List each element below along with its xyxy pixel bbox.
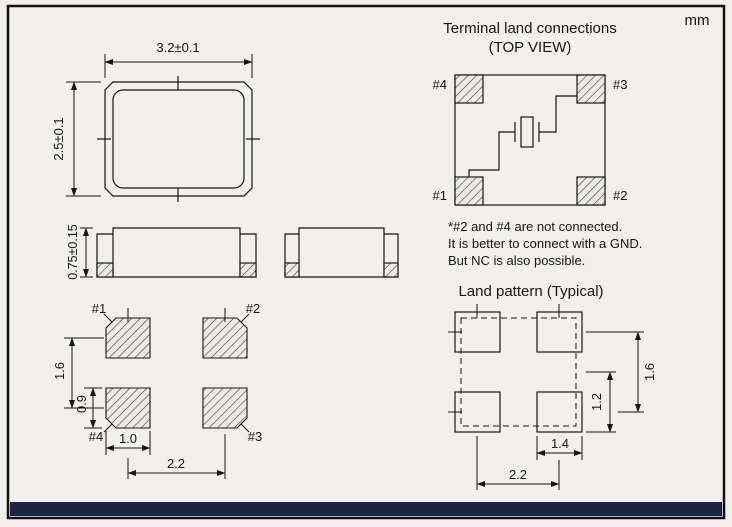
side-view-front — [96, 227, 257, 278]
top-view-width-dimension — [104, 54, 253, 78]
terminal-pad-2 — [576, 176, 606, 206]
land-pattern-dim-1-6 — [586, 331, 644, 413]
terminal-pad-4 — [454, 74, 484, 104]
crystal-symbol — [520, 116, 534, 148]
land-pad — [536, 391, 583, 433]
terminal-pad — [284, 262, 300, 278]
top-view-height-dimension — [66, 81, 101, 197]
package-outline-dashed — [460, 317, 577, 427]
package-top-outline — [454, 74, 606, 206]
land-pattern-dim-1-6-label: 1.6 — [642, 363, 657, 381]
units-label: mm — [685, 12, 710, 29]
bottom-view-pad2-label: #2 — [246, 301, 260, 316]
land-pattern-dim-1-2-label: 1.2 — [589, 393, 604, 411]
side-view-side — [284, 227, 399, 278]
leader-line — [240, 423, 250, 433]
land-pattern-title: Land pattern (Typical) — [458, 283, 603, 300]
terminal-pad — [96, 262, 114, 278]
land-pattern-dim-1-2 — [586, 371, 616, 433]
pad-2 — [202, 317, 248, 359]
bottom-view-pads — [103, 308, 250, 433]
bottom-view-dim-0-9 — [84, 387, 102, 429]
terminal-pad4-label: #4 — [433, 77, 447, 92]
note-line-3: But NC is also possible. — [448, 253, 585, 268]
leader-line — [103, 313, 113, 323]
bottom-view-dim-1-0 — [105, 431, 151, 455]
terminal-connections-subtitle: (TOP VIEW) — [489, 39, 572, 56]
bottom-view-dim-0-9-label: 0.9 — [74, 395, 89, 413]
land-pattern-dim-2-2 — [476, 436, 560, 490]
footer-bar — [10, 502, 722, 516]
terminal-pad3-label: #3 — [613, 77, 627, 92]
bottom-view-dim-2-2-label: 2.2 — [167, 456, 185, 471]
land-pattern-drawing — [448, 304, 583, 433]
pad-1 — [105, 317, 151, 359]
bottom-view-dim-2-2 — [127, 434, 226, 479]
side-view-height-dimension — [80, 227, 93, 278]
top-view-outline — [97, 76, 260, 202]
terminal-land-connections-drawing — [454, 74, 606, 206]
top-view-width-label: 3.2±0.1 — [156, 40, 199, 55]
terminal-pad1-label: #1 — [433, 188, 447, 203]
terminal-pad-1 — [454, 176, 484, 206]
page-border — [6, 4, 726, 520]
side-view-height-label: 0.75±0.15 — [66, 224, 80, 280]
pad-4 — [105, 387, 151, 429]
terminal-pad — [239, 262, 257, 278]
land-pattern-dim-2-2-label: 2.2 — [509, 467, 527, 482]
bottom-view-pad4-label: #4 — [89, 429, 103, 444]
bottom-view-pad3-label: #3 — [248, 429, 262, 444]
terminal-pad-3 — [576, 74, 606, 104]
land-pattern-dim-1-4-label: 1.4 — [551, 436, 569, 451]
bottom-view-pad1-label: #1 — [92, 301, 106, 316]
terminal-pad — [383, 262, 399, 278]
bottom-view-dim-1-6 — [64, 337, 104, 409]
terminal-pad2-label: #2 — [613, 188, 627, 203]
wire-to-pad-3 — [539, 95, 577, 133]
pad-3 — [202, 387, 248, 429]
note-line-1: *#2 and #4 are not connected. — [448, 219, 622, 234]
terminal-connections-title: Terminal land connections — [443, 20, 616, 37]
note-line-2: It is better to connect with a GND. — [448, 236, 642, 251]
bottom-view-dim-1-6-label: 1.6 — [52, 362, 67, 380]
top-view-height-label: 2.5±0.1 — [51, 117, 66, 160]
package-outer-outline — [104, 81, 253, 197]
bottom-view-dim-1-0-label: 1.0 — [119, 431, 137, 446]
wire-to-pad-1 — [468, 131, 515, 177]
land-pattern-dim-1-4 — [536, 436, 583, 460]
leader-line — [103, 423, 113, 433]
leader-line — [240, 313, 250, 323]
